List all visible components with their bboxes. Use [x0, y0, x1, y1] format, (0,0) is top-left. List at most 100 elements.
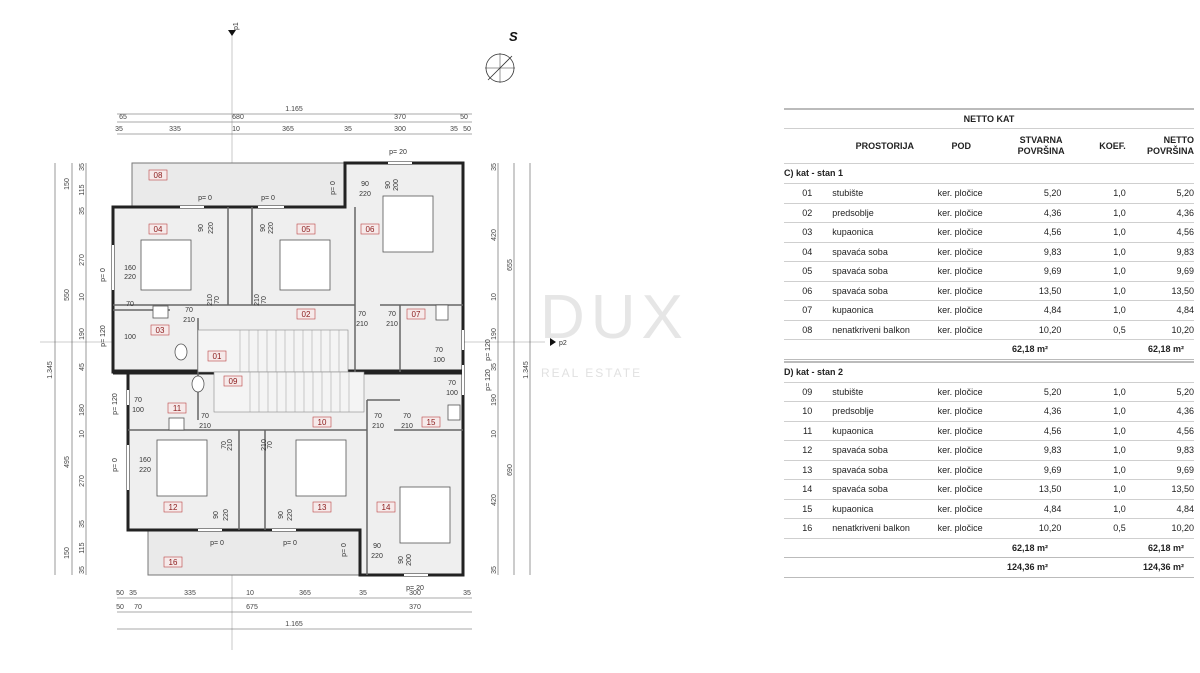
- plan-annotation: 90: [213, 511, 220, 519]
- table-row: 15 kupaonica ker. pločice 4,84 1,0 4,84: [784, 500, 1194, 519]
- dimension-label: 10: [232, 126, 240, 133]
- compass-label: S: [509, 29, 518, 44]
- table-row: 08 nenatkriveni balkon ker. pločice 10,2…: [784, 321, 1194, 340]
- table-row: 04 spavaća soba ker. pločice 9,83 1,0 9,…: [784, 243, 1194, 262]
- dimension-label: 190: [491, 394, 498, 406]
- room-coef: 1,0: [1113, 188, 1126, 199]
- dimension-label: 675: [246, 604, 258, 611]
- room-net: 4,84: [1176, 503, 1194, 514]
- plan-annotation: 210: [356, 321, 368, 328]
- dimension-label: 45: [79, 363, 86, 371]
- watermark-subtitle: REAL ESTATE: [541, 366, 643, 380]
- room-area: 5,20: [1043, 188, 1062, 199]
- room-number: 14: [802, 484, 813, 495]
- plan-annotation: p= 120: [485, 369, 492, 391]
- room-area: 4,56: [1043, 227, 1062, 238]
- dimension-label: 300: [394, 126, 406, 133]
- room-label: 08: [154, 171, 163, 180]
- compass-icon: [485, 53, 515, 83]
- plan-annotation: 90: [361, 181, 369, 188]
- dimension-label: 1.345: [47, 361, 54, 379]
- plan-annotation: 220: [124, 274, 136, 281]
- plan-annotation: 220: [371, 553, 383, 560]
- plan-annotation: 70: [267, 441, 274, 449]
- room-label: 02: [302, 310, 311, 319]
- table-row: 14 spavaća soba ker. pločice 13,50 1,0 1…: [784, 480, 1194, 500]
- dimension-label: 370: [394, 114, 406, 121]
- dimension-label: 690: [507, 464, 514, 476]
- room-area: 9,69: [1043, 464, 1062, 475]
- room-name: spavaća soba: [832, 445, 888, 456]
- table-row: 03 kupaonica ker. pločice 4,56 1,0 4,56: [784, 223, 1194, 243]
- header-area-2: POVRŠINA: [1017, 146, 1065, 156]
- room-coef: 1,0: [1113, 503, 1126, 514]
- section-total-area: 62,18 m²: [1011, 344, 1048, 355]
- plan-annotation: 100: [433, 357, 445, 364]
- room-area: 10,20: [1038, 324, 1062, 335]
- dimension-label: 420: [491, 494, 498, 506]
- plan-annotation: 210: [207, 294, 214, 306]
- dimension-label: 35: [79, 163, 86, 171]
- stair-steps: [239, 330, 350, 412]
- room-label: 01: [213, 352, 222, 361]
- dimension-label: 50: [463, 126, 471, 133]
- plan-annotation: p= 0: [283, 540, 297, 547]
- room-floor: ker. pločice: [937, 305, 983, 316]
- plan-annotation: 210: [372, 423, 384, 430]
- room-label: 11: [173, 404, 182, 413]
- section-total-row: 62,18 m² 62,18 m²: [784, 340, 1194, 360]
- room-label: 16: [169, 558, 178, 567]
- room-name: spavaća soba: [832, 285, 888, 296]
- room-name: stubište: [832, 188, 864, 199]
- plan-annotation: 70: [448, 380, 456, 387]
- plan-annotation: 210: [261, 439, 268, 451]
- dimension-label: 1.165: [285, 106, 303, 113]
- room-area: 13,50: [1038, 484, 1062, 495]
- room-area: 9,69: [1043, 266, 1062, 277]
- room-number: 16: [802, 523, 813, 534]
- room-number: 06: [802, 285, 813, 296]
- dimension-label: 420: [491, 229, 498, 241]
- room-net: 9,69: [1176, 464, 1194, 475]
- room-label: 10: [318, 418, 327, 427]
- plan-annotation: p= 0: [330, 181, 337, 195]
- room-net: 4,36: [1176, 207, 1194, 218]
- room-net: 9,83: [1176, 445, 1194, 456]
- room-net: 4,56: [1176, 425, 1194, 436]
- dimension-label: 70: [134, 604, 142, 611]
- plan-annotation: 70: [214, 296, 221, 304]
- room-floor: ker. pločice: [937, 266, 983, 277]
- room-area: 9,83: [1043, 445, 1062, 456]
- header-net-2: POVRŠINA: [1146, 146, 1194, 156]
- room-coef: 0,5: [1113, 523, 1126, 534]
- room-tag-box: [296, 308, 316, 320]
- room-number: 07: [802, 305, 813, 316]
- dimension-label: 150: [64, 178, 71, 190]
- room-floor: ker. pločice: [937, 207, 983, 218]
- dimension-label: 35: [450, 126, 458, 133]
- dimension-label: 655: [507, 259, 514, 271]
- section-label-p2: p2: [559, 340, 567, 347]
- plan-annotation: 70: [126, 301, 134, 308]
- room-tag-box: [376, 501, 396, 513]
- room-tag-box: [223, 375, 243, 387]
- plan-annotation: 220: [139, 467, 151, 474]
- room-tag-box: [150, 324, 170, 336]
- plan-annotation: 220: [223, 509, 230, 521]
- watermark-logo: DUX: [540, 283, 689, 352]
- table-row: 01 stubište ker. pločice 5,20 1,0 5,20: [784, 184, 1194, 204]
- dimension-label: 495: [64, 456, 71, 468]
- room-coef: 1,0: [1113, 227, 1126, 238]
- room-net: 9,83: [1176, 246, 1194, 257]
- room-net: 4,36: [1176, 406, 1194, 417]
- grand-total-net: 124,36 m²: [1142, 562, 1184, 573]
- plan-annotation: 90: [373, 543, 381, 550]
- room-floor: ker. pločice: [937, 406, 983, 417]
- room-area: 13,50: [1038, 285, 1062, 296]
- plan-annotation: 70: [388, 311, 396, 318]
- room-number: 03: [802, 227, 813, 238]
- dimension-label: 50: [460, 114, 468, 121]
- plan-annotation: p= 20: [389, 149, 407, 156]
- room-label: 04: [154, 225, 163, 234]
